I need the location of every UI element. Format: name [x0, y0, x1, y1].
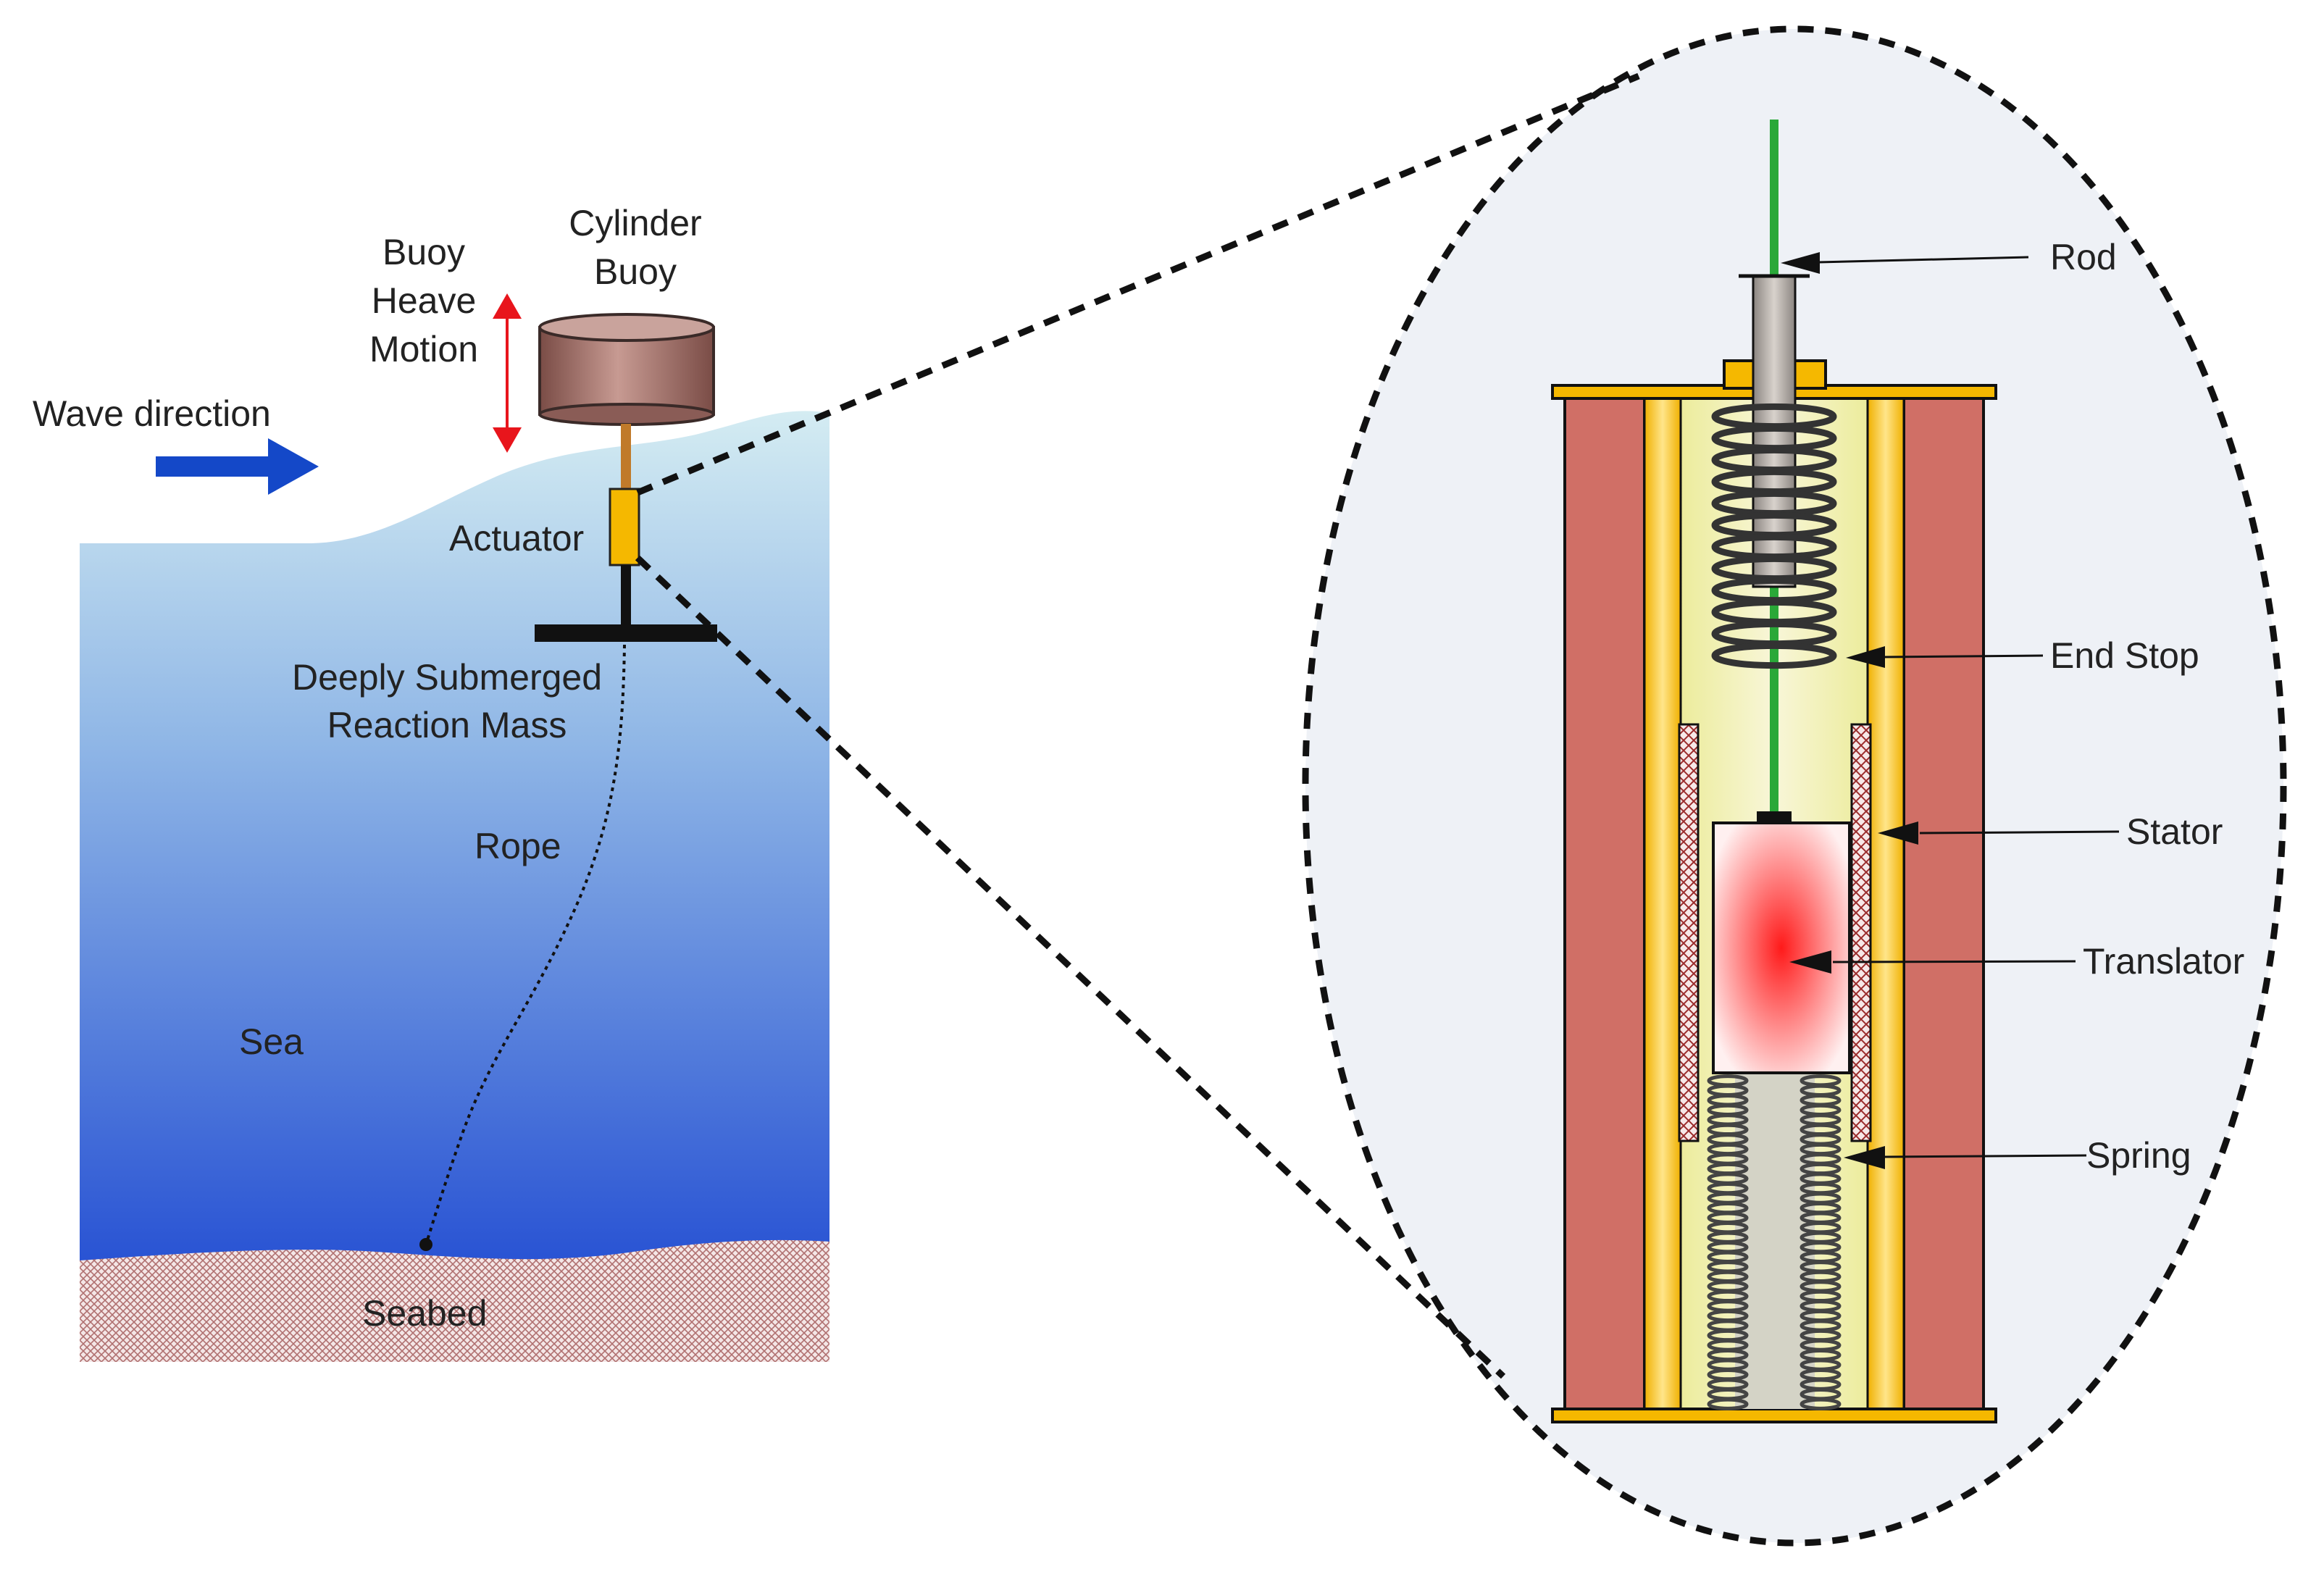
cylinder-buoy-label-line2: Buoy	[594, 251, 677, 292]
heave-arrow-icon	[493, 293, 522, 453]
rope-label: Rope	[475, 826, 561, 866]
stator-right	[1850, 723, 1872, 1142]
cylinder-buoy-label-line1: Cylinder	[569, 203, 701, 243]
wave-direction-label: Wave direction	[33, 393, 271, 434]
callout-spring	[1844, 1146, 2087, 1169]
reaction-mass-label-line1: Deeply Submerged	[292, 657, 602, 698]
zoom-line-top	[636, 72, 1640, 496]
seabed	[80, 1239, 829, 1362]
callout-rod	[1781, 252, 2029, 274]
actuator-label: Actuator	[449, 518, 584, 559]
reaction-mass	[535, 624, 717, 642]
rope	[425, 644, 626, 1245]
seabed-label: Seabed	[362, 1293, 487, 1334]
spring-coil	[1800, 1397, 1842, 1410]
reaction-mass-label-line2: Reaction Mass	[327, 705, 567, 745]
callout-stator	[1878, 821, 2120, 845]
sea-water	[80, 411, 829, 1363]
translator-connector	[1757, 811, 1792, 823]
translator-label: Translator	[2083, 941, 2244, 982]
buoy-rod	[621, 424, 631, 490]
spring-coil	[1707, 1397, 1749, 1410]
end-stop-spring	[1711, 403, 1837, 669]
translator	[1712, 821, 1851, 1074]
zoom-line-bottom	[635, 555, 1506, 1379]
spring-coil	[1711, 642, 1837, 669]
rope-anchor	[419, 1238, 432, 1251]
stator-left	[1678, 723, 1700, 1142]
lower-spring-right	[1800, 1074, 1842, 1410]
buoy-heave-label-line3: Motion	[369, 329, 478, 369]
actuator	[609, 488, 640, 566]
sea-scene	[80, 411, 829, 1363]
lower-spring-left	[1707, 1074, 1749, 1410]
buoy-heave-label-line1: Buoy	[383, 232, 465, 272]
wave-direction-arrow-icon	[156, 438, 319, 495]
rod-label: Rod	[2050, 237, 2117, 277]
callout-end-stop	[1846, 646, 2044, 668]
sea-label: Sea	[239, 1021, 304, 1062]
end-stop-label: End Stop	[2050, 635, 2199, 676]
reaction-mass-shaft	[621, 565, 631, 634]
stator-label: Stator	[2126, 811, 2223, 852]
callout-translator	[1789, 950, 2076, 974]
spring-label: Spring	[2086, 1135, 2191, 1176]
cylinder-buoy	[538, 313, 715, 426]
buoy-heave-label-line2: Heave	[372, 280, 477, 321]
